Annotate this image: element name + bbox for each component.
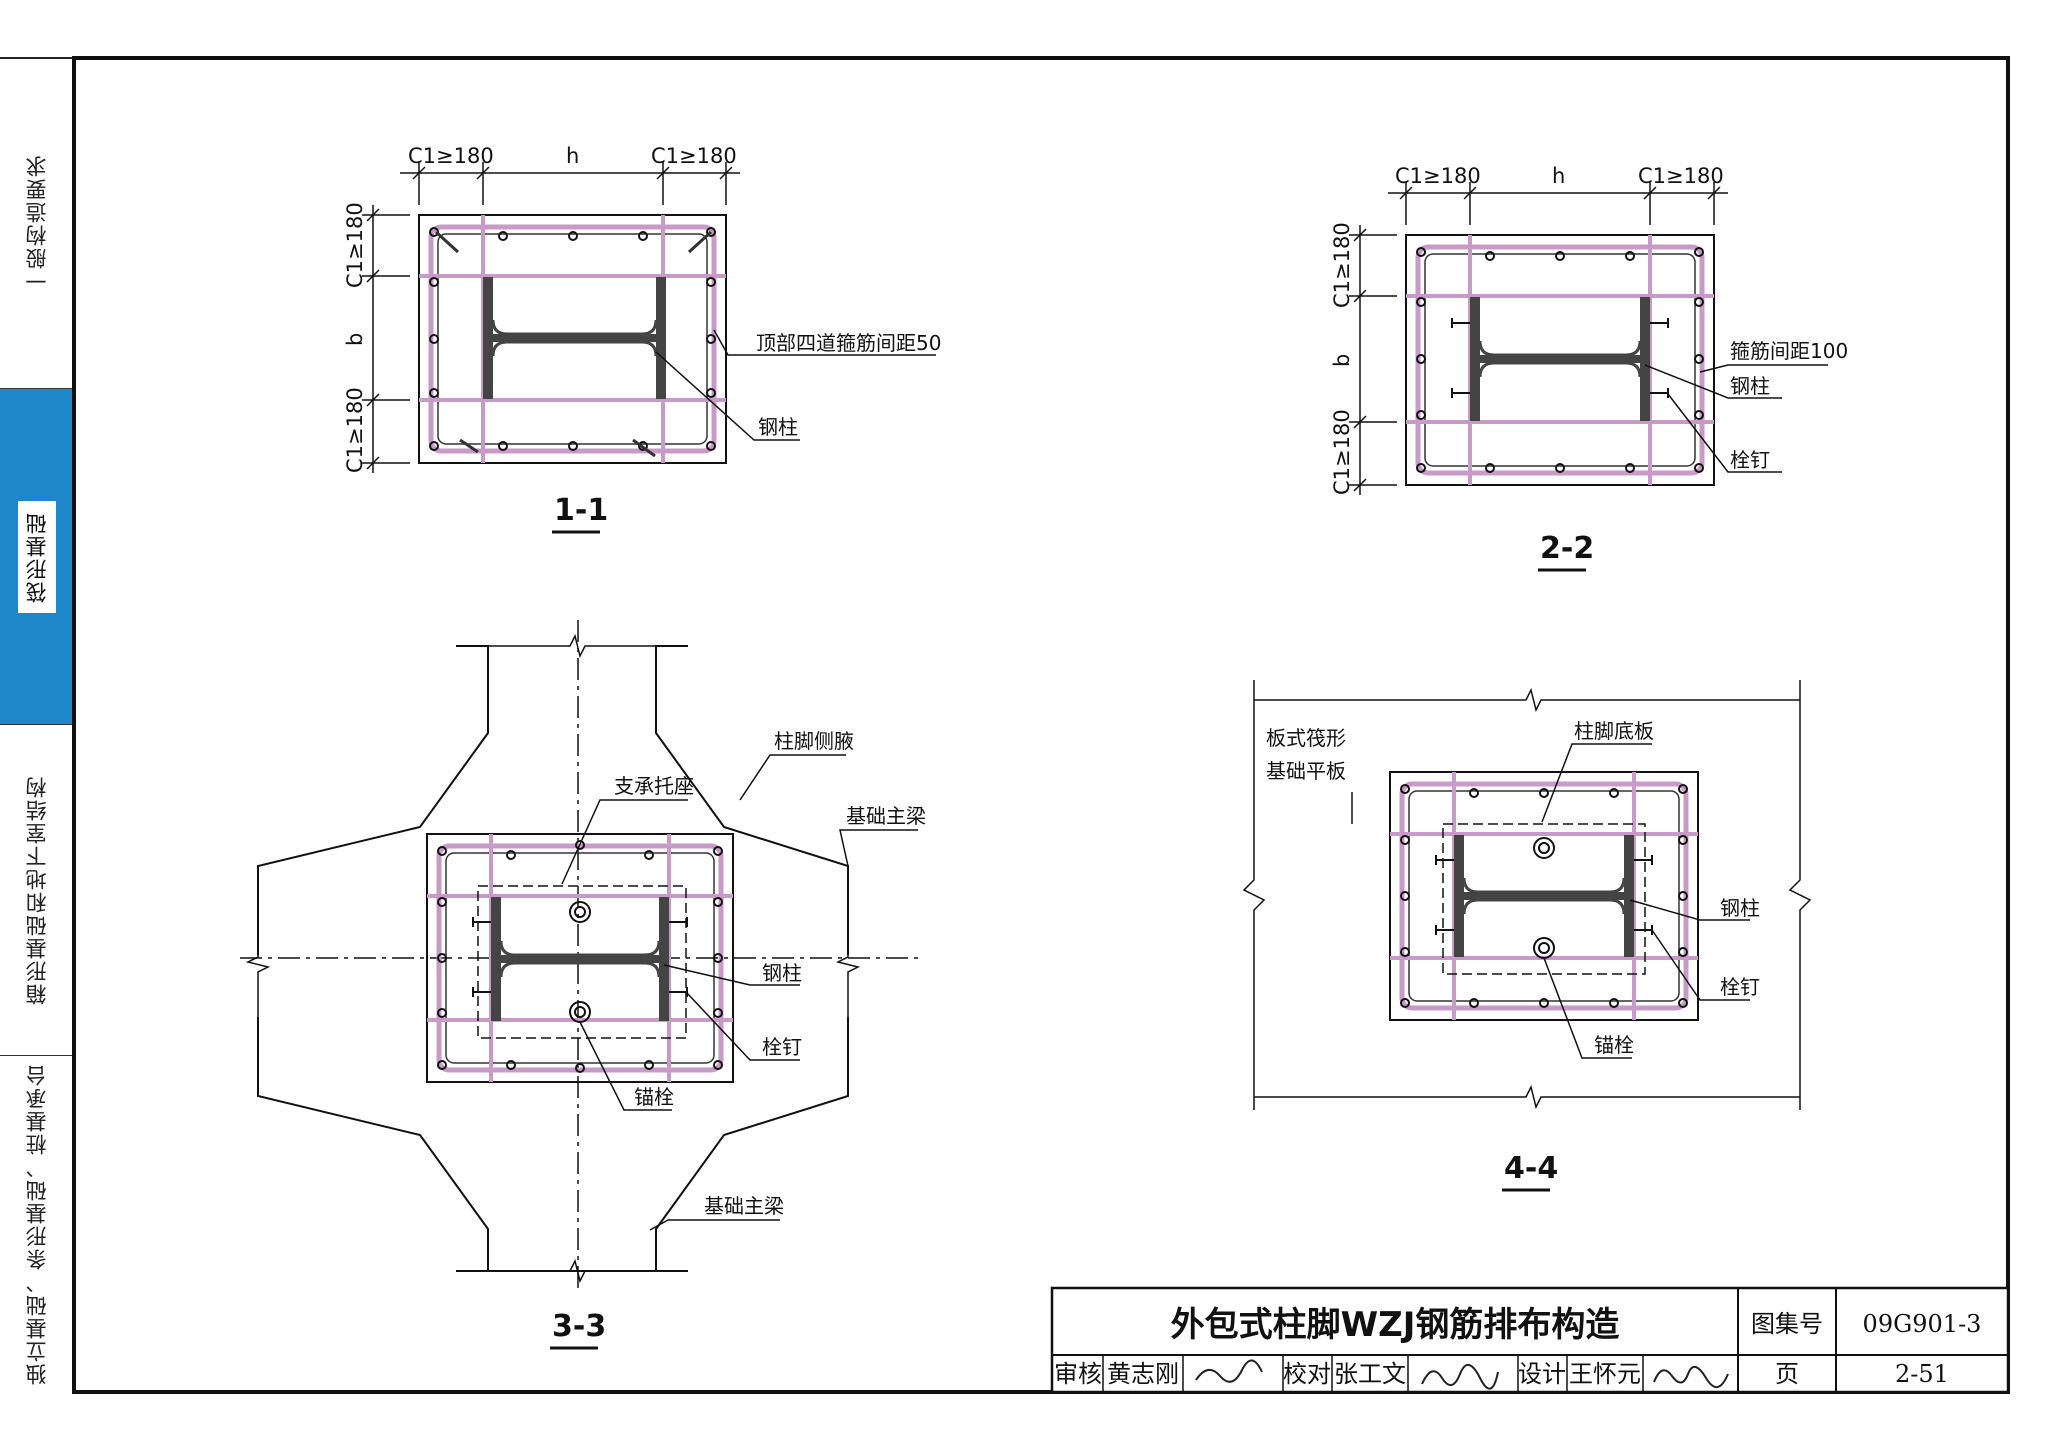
section-title-2-2: 2-2 [1540,531,1594,566]
section-1-1: C1≥180 h C1≥180 C1≥180 b C1≥180 顶部四道箍筋间距… [343,144,941,534]
sidebar-tab-general[interactable]: 一般构造要求 [0,58,74,389]
design-signature [1653,1366,1729,1388]
dim-c1-top: C1≥180 [1330,222,1354,308]
dim-c1-left: C1≥180 [408,144,494,168]
review-label: 审核 [1054,1360,1102,1388]
note-stud: 栓钉 [1730,448,1770,472]
note-raft-slab-line1: 板式筏形 [1266,726,1346,750]
concrete-outline [426,833,734,1083]
steel-flange-left [483,277,493,399]
drawing-title: 外包式柱脚WZJ钢筋排布构造 [1171,1305,1620,1345]
dim-c1-bottom: C1≥180 [343,387,367,473]
note-support-seat: 支承托座 [614,774,694,798]
note-top-stirrups: 顶部四道箍筋间距50 [756,331,941,355]
design-label: 设计 [1518,1360,1566,1388]
note-anchor-bolt: 锚栓 [1594,1033,1634,1057]
steel-flange-right [656,277,666,399]
dim-h: h [1552,164,1565,188]
review-name: 黄志刚 [1107,1360,1179,1388]
dim-c1-right: C1≥180 [651,144,737,168]
slab-outline [1242,680,1812,1110]
note-haunch: 柱脚侧腋 [774,729,854,753]
note-stud: 栓钉 [1720,975,1760,999]
note-base-plate: 柱脚底板 [1574,719,1654,743]
dim-h: h [566,144,579,168]
page-number: 2-51 [1895,1360,1949,1388]
sidebar-tab-raft[interactable]: 筏形基础 [0,389,74,725]
note-steel-column: 钢柱 [762,961,802,985]
note-steel-column: 钢柱 [1730,374,1770,398]
note-steel-column: 钢柱 [758,415,798,439]
steel-flange-right [1640,297,1650,421]
concrete-outline [1405,234,1715,486]
concrete-outline [1389,771,1699,1021]
section-title-3-3: 3-3 [552,1309,606,1344]
review-signature [1195,1359,1263,1383]
design-name: 王怀元 [1569,1360,1641,1388]
dim-c1-top: C1≥180 [343,202,367,288]
dim-c1-bottom: C1≥180 [1330,409,1354,495]
dim-c1-left: C1≥180 [1395,164,1481,188]
dim-b: b [1330,354,1354,367]
check-name: 张工文 [1334,1360,1406,1388]
note-anchor-bolt: 锚栓 [634,1085,674,1109]
title-block: 外包式柱脚WZJ钢筋排布构造 图集号 09G901-3 审核 黄志刚 校对 张工… [1050,1286,2010,1394]
page-label: 页 [1775,1360,1799,1388]
sidebar-tab-box[interactable]: 箱形基础和地下室结构 [0,725,74,1056]
note-stirrup-spacing: 箍筋间距100 [1730,339,1848,363]
note-stud: 栓钉 [762,1035,802,1059]
section-2-2: C1≥180 h C1≥180 C1≥180 b C1≥180 箍筋间距100 … [1330,164,1848,572]
steel-flange-left [1470,297,1480,421]
note-main-beam: 基础主梁 [846,804,926,828]
note-main-beam-bottom: 基础主梁 [704,1194,784,1218]
section-title-1-1: 1-1 [554,493,608,528]
dim-b: b [343,333,367,346]
inner-frame [72,56,2010,1394]
atlas-number: 09G901-3 [1863,1310,1982,1338]
note-steel-column: 钢柱 [1720,896,1760,920]
steel-web [1480,355,1640,363]
concrete-outline [418,214,727,464]
check-signature [1421,1364,1499,1390]
atlas-label: 图集号 [1751,1310,1823,1338]
section-title-4-4: 4-4 [1504,1151,1558,1186]
dim-c1-right: C1≥180 [1638,164,1724,188]
section-4-4: 板式筏形 基础平板 柱脚底板 钢柱 栓钉 锚栓 4-4 [1242,680,1812,1192]
note-raft-slab-line2: 基础平板 [1266,759,1346,783]
check-label: 校对 [1283,1360,1331,1388]
section-3-3: 柱脚侧腋 支承托座 基础主梁 钢柱 栓钉 锚栓 基础主梁 3-3 [240,620,926,1350]
steel-web [493,334,656,342]
